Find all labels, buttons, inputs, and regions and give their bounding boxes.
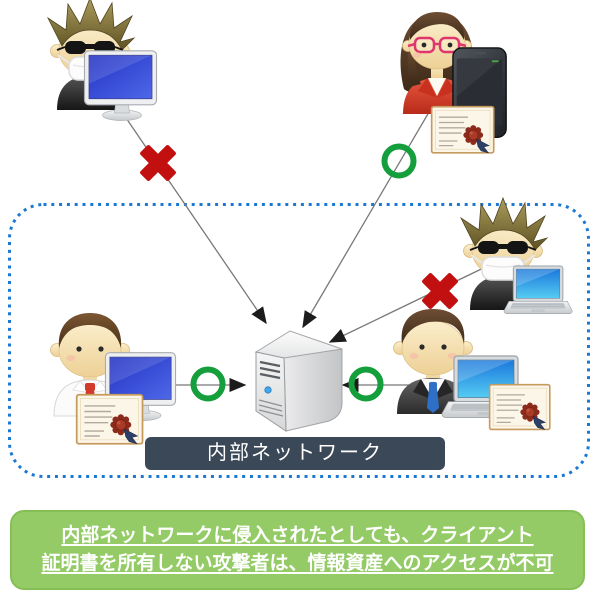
server-icon [254, 330, 343, 432]
line-outside-user-to-server [302, 106, 433, 329]
line-inside-attacker-to-server [328, 259, 501, 343]
inside-employee-right-icon [393, 308, 551, 431]
server-led [264, 386, 272, 394]
allowed-circle-icon [385, 147, 414, 176]
caption-box: 内部ネットワークに侵入されたとしても、クライアント 証明書を所有しない攻撃者は、… [10, 510, 585, 590]
allowed-circle-icon [194, 370, 223, 399]
client-certificate-icon [430, 105, 495, 154]
monitor-icon [83, 50, 158, 122]
outside-user-icon [399, 10, 507, 154]
caption-line-1: 内部ネットワークに侵入されたとしても、クライアント [61, 525, 534, 546]
client-certificate-icon [488, 383, 551, 431]
internal-network-boundary [8, 203, 590, 478]
allowed-circle-icon [352, 370, 381, 399]
line-outside-attacker-to-server [123, 114, 267, 325]
outside-attacker-icon [47, 0, 158, 122]
inside-employee-left-icon [50, 312, 177, 445]
client-certificate-icon [75, 393, 144, 445]
caption-line-2: 証明書を所有しない攻撃者は、情報資産へのアクセスが不可 [41, 553, 554, 574]
internal-network-label: 内部ネットワーク [145, 437, 445, 470]
inside-attacker-icon [460, 197, 573, 315]
blocked-x-icon [129, 134, 187, 192]
laptop-icon [503, 265, 573, 315]
